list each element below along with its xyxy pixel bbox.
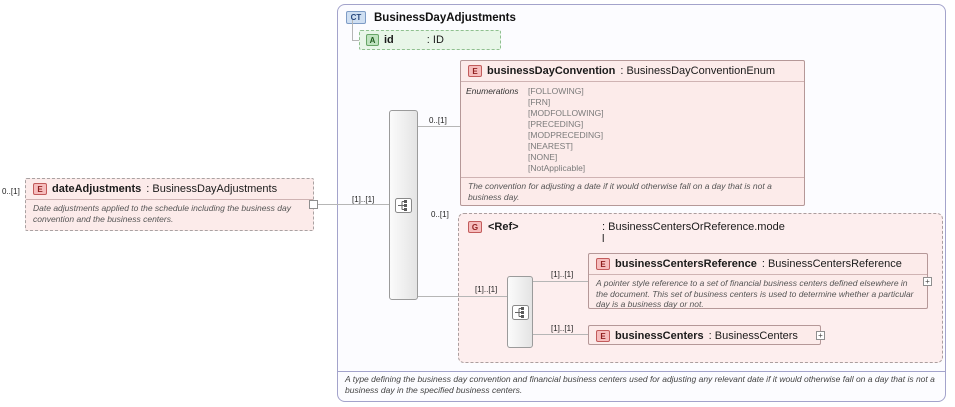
complex-type-icon: CT: [346, 11, 366, 24]
group-icon: G: [468, 221, 482, 233]
group-type-line2: l: [602, 233, 605, 245]
cardinality-label: [1]..[1]: [475, 285, 498, 294]
enumeration-value: [NONE]: [528, 152, 558, 162]
element-icon: E: [33, 183, 47, 195]
enumerations-label: Enumerations: [466, 86, 519, 96]
expand-button[interactable]: +: [923, 277, 932, 286]
element-header: E businessCenters : BusinessCenters: [589, 326, 820, 346]
element-name: businessCentersReference: [615, 258, 757, 270]
group-header: G <Ref> : BusinessCentersOrReference.mod…: [459, 214, 942, 245]
id-attribute[interactable]: A id : ID: [359, 30, 501, 50]
enumeration-value: [FOLLOWING]: [528, 86, 584, 96]
sequence-icon: [511, 304, 529, 320]
complex-type-annotation: A type defining the business day convent…: [345, 374, 935, 395]
cardinality-label: 0..[1]: [431, 210, 449, 219]
enumeration-value: [FRN]: [528, 97, 551, 107]
element-name: businessDayConvention: [487, 65, 616, 77]
cardinality-label: [1]..[1]: [551, 324, 574, 333]
cardinality-label: [1]..[1]: [551, 270, 574, 279]
group-type: : BusinessCentersOrReference.mode l: [602, 221, 785, 245]
enumeration-value: [NEAREST]: [528, 141, 573, 151]
connector-line: [418, 126, 460, 127]
expand-button[interactable]: +: [816, 331, 825, 340]
footer-divider: [338, 371, 945, 372]
attribute-icon: A: [366, 34, 379, 46]
connector-line: [418, 296, 507, 297]
connector-line: [533, 334, 588, 335]
element-header: E businessDayConvention : BusinessDayCon…: [461, 61, 804, 81]
element-type: : BusinessCenters: [708, 330, 798, 342]
element-annotation: The convention for adjusting a date if i…: [461, 177, 804, 204]
element-header: E dateAdjustments : BusinessDayAdjustmen…: [26, 179, 313, 199]
element-type: : BusinessDayAdjustments: [146, 183, 278, 195]
business-day-convention-element[interactable]: E businessDayConvention : BusinessDayCon…: [460, 60, 805, 206]
sequence-icon: [395, 197, 412, 213]
element-name: dateAdjustments: [52, 183, 142, 195]
connector-line: [533, 281, 588, 282]
connector-line: [318, 204, 389, 205]
inner-sequence-compositor[interactable]: [507, 276, 533, 348]
cardinality-label: [1]..[1]: [352, 195, 375, 204]
enumeration-value: [NotApplicable]: [528, 163, 586, 173]
complex-type-header: CT BusinessDayAdjustments: [346, 11, 516, 24]
business-centers-reference-element[interactable]: E businessCentersReference : BusinessCen…: [588, 253, 932, 312]
cardinality-label: 0..[1]: [2, 187, 20, 196]
connector-line: [352, 20, 353, 40]
element-annotation: Date adjustments applied to the schedule…: [26, 199, 313, 226]
enumerations-section: Enumerations [FOLLOWING] [FRN] [MODFOLLO…: [461, 81, 804, 177]
connector-line: [352, 40, 359, 41]
attribute-type: : ID: [426, 34, 444, 46]
enumerations-list: [FOLLOWING] [FRN] [MODFOLLOWING] [PRECED…: [528, 86, 604, 175]
sequence-compositor[interactable]: [389, 110, 418, 300]
expand-handle[interactable]: [309, 200, 318, 209]
enumeration-value: [PRECEDING]: [528, 119, 584, 129]
element-icon: E: [596, 258, 610, 270]
element-annotation: A pointer style reference to a set of fi…: [589, 274, 927, 312]
group-name: <Ref>: [488, 221, 519, 233]
element-type: : BusinessCentersReference: [761, 258, 902, 270]
element-type: : BusinessDayConventionEnum: [620, 65, 776, 77]
cardinality-label: 0..[1]: [429, 116, 447, 125]
enumeration-value: [MODFOLLOWING]: [528, 108, 604, 118]
date-adjustments-element[interactable]: E dateAdjustments : BusinessDayAdjustmen…: [25, 178, 318, 231]
element-icon: E: [596, 330, 610, 342]
element-header: E businessCentersReference : BusinessCen…: [589, 254, 927, 274]
enumeration-value: [MODPRECEDING]: [528, 130, 604, 140]
complex-type-title: BusinessDayAdjustments: [374, 11, 516, 24]
business-centers-element[interactable]: E businessCenters : BusinessCenters +: [588, 325, 825, 346]
group-type-line1: : BusinessCentersOrReference.mode: [602, 221, 785, 233]
attribute-name: id: [384, 34, 394, 46]
element-name: businessCenters: [615, 330, 704, 342]
element-icon: E: [468, 65, 482, 77]
